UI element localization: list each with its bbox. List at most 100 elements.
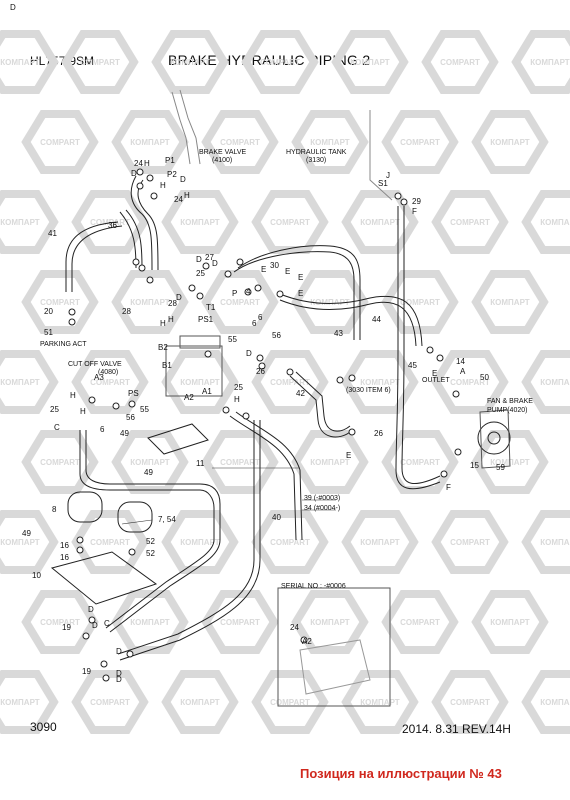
part-number-label: A xyxy=(460,367,466,376)
part-number-label: F xyxy=(446,483,451,492)
part-number-label: 20 xyxy=(44,307,53,316)
watermark-tile: КОМПАРТ xyxy=(0,350,59,414)
watermark-tile: КОМПАРТ xyxy=(0,510,59,574)
part-number-label: D xyxy=(116,647,122,656)
hose-tank-return xyxy=(395,206,441,490)
part-number-label: D xyxy=(176,293,182,302)
watermark-text: COMPART xyxy=(80,58,120,67)
watermark-tile: КОМПАРТ xyxy=(151,30,229,94)
part-number-label: 55 xyxy=(140,405,149,414)
part-number-label: 55 xyxy=(228,335,237,344)
fitting xyxy=(276,290,284,298)
part-number-label: 51 xyxy=(44,328,53,337)
watermark-tile: COMPART xyxy=(21,430,99,494)
watermark-text: COMPART xyxy=(40,618,80,627)
part-number-label: D xyxy=(131,169,137,178)
fitting xyxy=(222,406,230,414)
watermark-text: КОМПАРТ xyxy=(0,538,40,547)
part-number-label: 14 xyxy=(456,357,465,366)
watermark-tile: COMPART xyxy=(381,110,459,174)
watermark-tile: COMPART xyxy=(201,110,279,174)
part-number-label: E xyxy=(285,267,290,276)
watermark-tile: КОМПАРТ xyxy=(521,670,570,734)
fitting xyxy=(336,376,344,384)
part-number-label: 36 xyxy=(108,221,117,230)
watermark-text: COMPART xyxy=(450,538,490,547)
leader-lines xyxy=(121,467,336,525)
fitting xyxy=(128,548,136,556)
watermark-tile: COMPART xyxy=(21,110,99,174)
part-number-label: H xyxy=(144,159,150,168)
part-number-label: E xyxy=(261,265,266,274)
watermark-tile: COMPART xyxy=(251,350,329,414)
watermark-tile: КОМПАРТ xyxy=(341,350,419,414)
watermark-text: КОМПАРТ xyxy=(130,618,170,627)
part-number-label: 25 xyxy=(50,405,59,414)
watermark-tile: COMPART xyxy=(21,590,99,654)
part-number-label: 19 xyxy=(62,623,71,632)
watermark-tile: КОМПАРТ xyxy=(161,670,239,734)
watermark-tile: КОМПАРТ xyxy=(471,590,549,654)
part-number-label: 56 xyxy=(272,331,281,340)
watermark-text: COMPART xyxy=(220,618,260,627)
watermark-tile: КОМПАРТ xyxy=(341,670,419,734)
hose-lines xyxy=(65,89,441,661)
callout-text-layer: BRAKE VALVE(4100)HYDRAULIC TANK(3130)PAR… xyxy=(40,149,533,590)
fitting xyxy=(150,192,158,200)
part-number-label: 49 xyxy=(144,468,153,477)
part-number-label: P2 xyxy=(167,170,177,179)
fitting xyxy=(132,258,140,266)
pipe-44 xyxy=(279,293,423,347)
part-number-label: D xyxy=(246,349,252,358)
fan-brake-pump xyxy=(477,421,511,455)
part-number-label: A2 xyxy=(184,393,194,402)
part-number-label: 27 xyxy=(205,253,214,262)
part-number-label: F xyxy=(412,207,417,216)
part-number-label: 30 xyxy=(270,261,279,270)
pipe-34 xyxy=(85,430,221,633)
fitting xyxy=(436,354,444,362)
watermark-text: КОМПАРТ xyxy=(360,378,400,387)
date-revision: 2014. 8.31 REV.14H xyxy=(402,722,511,736)
part-number-label: 43 xyxy=(334,329,343,338)
watermark-text: COMPART xyxy=(400,138,440,147)
fitting xyxy=(454,448,462,456)
part-number-label: 10 xyxy=(32,571,41,580)
watermark-text: КОМПАРТ xyxy=(180,698,220,707)
watermark-text: COMPART xyxy=(450,378,490,387)
accumulator-7 xyxy=(117,501,153,533)
part-number-label: T1 xyxy=(206,303,216,312)
watermark-text: КОМПАРТ xyxy=(310,138,350,147)
watermark-tile: КОМПАРТ xyxy=(111,110,189,174)
watermark-tile: COMPART xyxy=(381,270,459,334)
pipe-43-b xyxy=(233,251,355,340)
watermark-text: COMPART xyxy=(40,458,80,467)
watermark-tile: КОМПАРТ xyxy=(471,110,549,174)
callout-text: HYDRAULIC TANK xyxy=(286,149,347,156)
part-number-label: 28 xyxy=(122,307,131,316)
watermark-tile: COMPART xyxy=(201,430,279,494)
part-number-label: 6 xyxy=(100,425,105,434)
fitting xyxy=(244,288,252,296)
cut-off-valve-block xyxy=(165,345,223,397)
callout-text: BRAKE VALVE xyxy=(199,149,247,156)
part-number-label: D xyxy=(116,669,122,678)
fitting xyxy=(224,270,232,278)
accumulator-8 xyxy=(67,491,103,523)
watermark-text: КОМПАРТ xyxy=(310,458,350,467)
part-number-label: J xyxy=(386,171,390,180)
watermark-tile: COMPART xyxy=(431,350,509,414)
part-number-label: H xyxy=(160,319,166,328)
fitting xyxy=(286,368,294,376)
watermark-tile: COMPART xyxy=(71,510,149,574)
callout-text: OUTLET xyxy=(422,377,450,384)
callout-text: (4100) xyxy=(212,157,232,164)
part-number-label: D xyxy=(212,259,218,268)
watermark-tile: COMPART xyxy=(201,270,279,334)
part-number-label: C xyxy=(54,423,60,432)
hydraulic-tank-pipe xyxy=(369,110,393,201)
hose-tank-return-b xyxy=(401,206,441,484)
watermark-text: COMPART xyxy=(270,698,310,707)
watermark-text: COMPART xyxy=(450,218,490,227)
part-number-label: P1 xyxy=(165,156,175,165)
